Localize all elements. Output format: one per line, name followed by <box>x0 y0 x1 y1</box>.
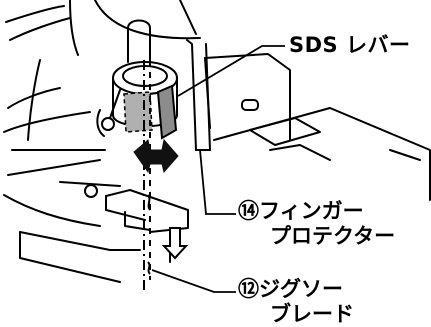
finger-protector-label: ⑭フィンガー プロテクター <box>238 201 395 247</box>
callout-number: ⑫ <box>238 277 259 301</box>
finger-protector <box>186 39 211 151</box>
sds-lever <box>156 84 178 140</box>
shoe-base <box>3 181 141 283</box>
double-arrow-icon <box>133 138 179 174</box>
blade-clamp <box>96 19 178 137</box>
callout-line2: ブレード <box>270 302 354 326</box>
down-arrow-icon <box>161 227 189 260</box>
leader-lines <box>151 45 285 293</box>
jigsaw-blade-label: ⑫ジグソー ブレード <box>238 279 354 325</box>
sds-lever-label: SDS レバー <box>289 33 411 57</box>
housing-outline <box>3 0 201 176</box>
callout-line1: ジグソー <box>259 277 343 301</box>
callout-number: ⑭ <box>238 199 259 223</box>
base-plate <box>204 53 431 201</box>
blade-holder <box>123 91 153 133</box>
callout-line1: フィンガー <box>259 199 364 223</box>
callout-line2: プロテクター <box>270 224 396 248</box>
jigsaw-blade <box>143 60 151 290</box>
